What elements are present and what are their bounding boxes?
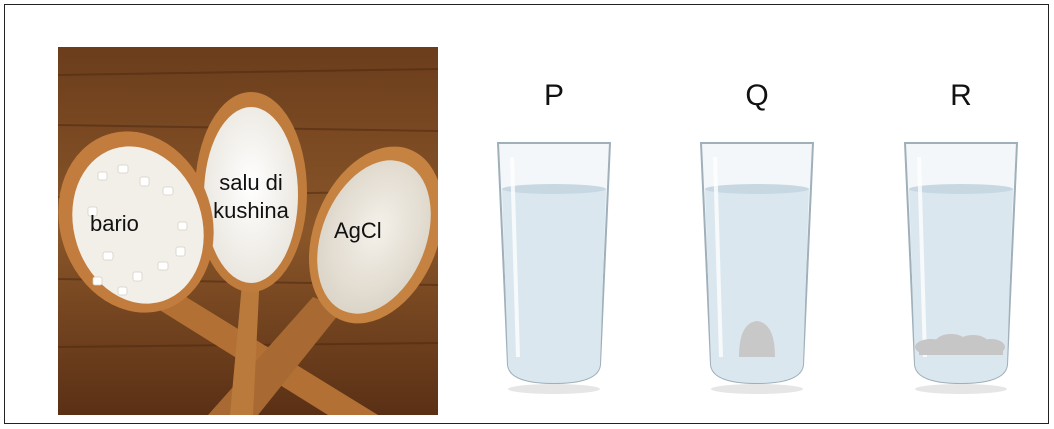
glass-r-drawing (899, 137, 1023, 397)
spoon-label-agcl: AgCl (334, 217, 382, 245)
spoon-label-salt: salu di kushina (196, 169, 306, 225)
glass-label-p: P (492, 79, 616, 113)
glass-q-drawing (695, 137, 819, 397)
glass-p-drawing (492, 137, 616, 397)
spoon-label-salt-line2: kushina (196, 197, 306, 225)
spoons-photo: bario salu di kushina AgCl (58, 47, 438, 415)
spoon-label-barium: bario (90, 210, 139, 238)
figure-frame: bario salu di kushina AgCl P Q R (4, 4, 1049, 424)
glass-label-r: R (899, 79, 1023, 113)
glass-label-q: Q (695, 79, 819, 113)
spoon-label-salt-line1: salu di (196, 169, 306, 197)
